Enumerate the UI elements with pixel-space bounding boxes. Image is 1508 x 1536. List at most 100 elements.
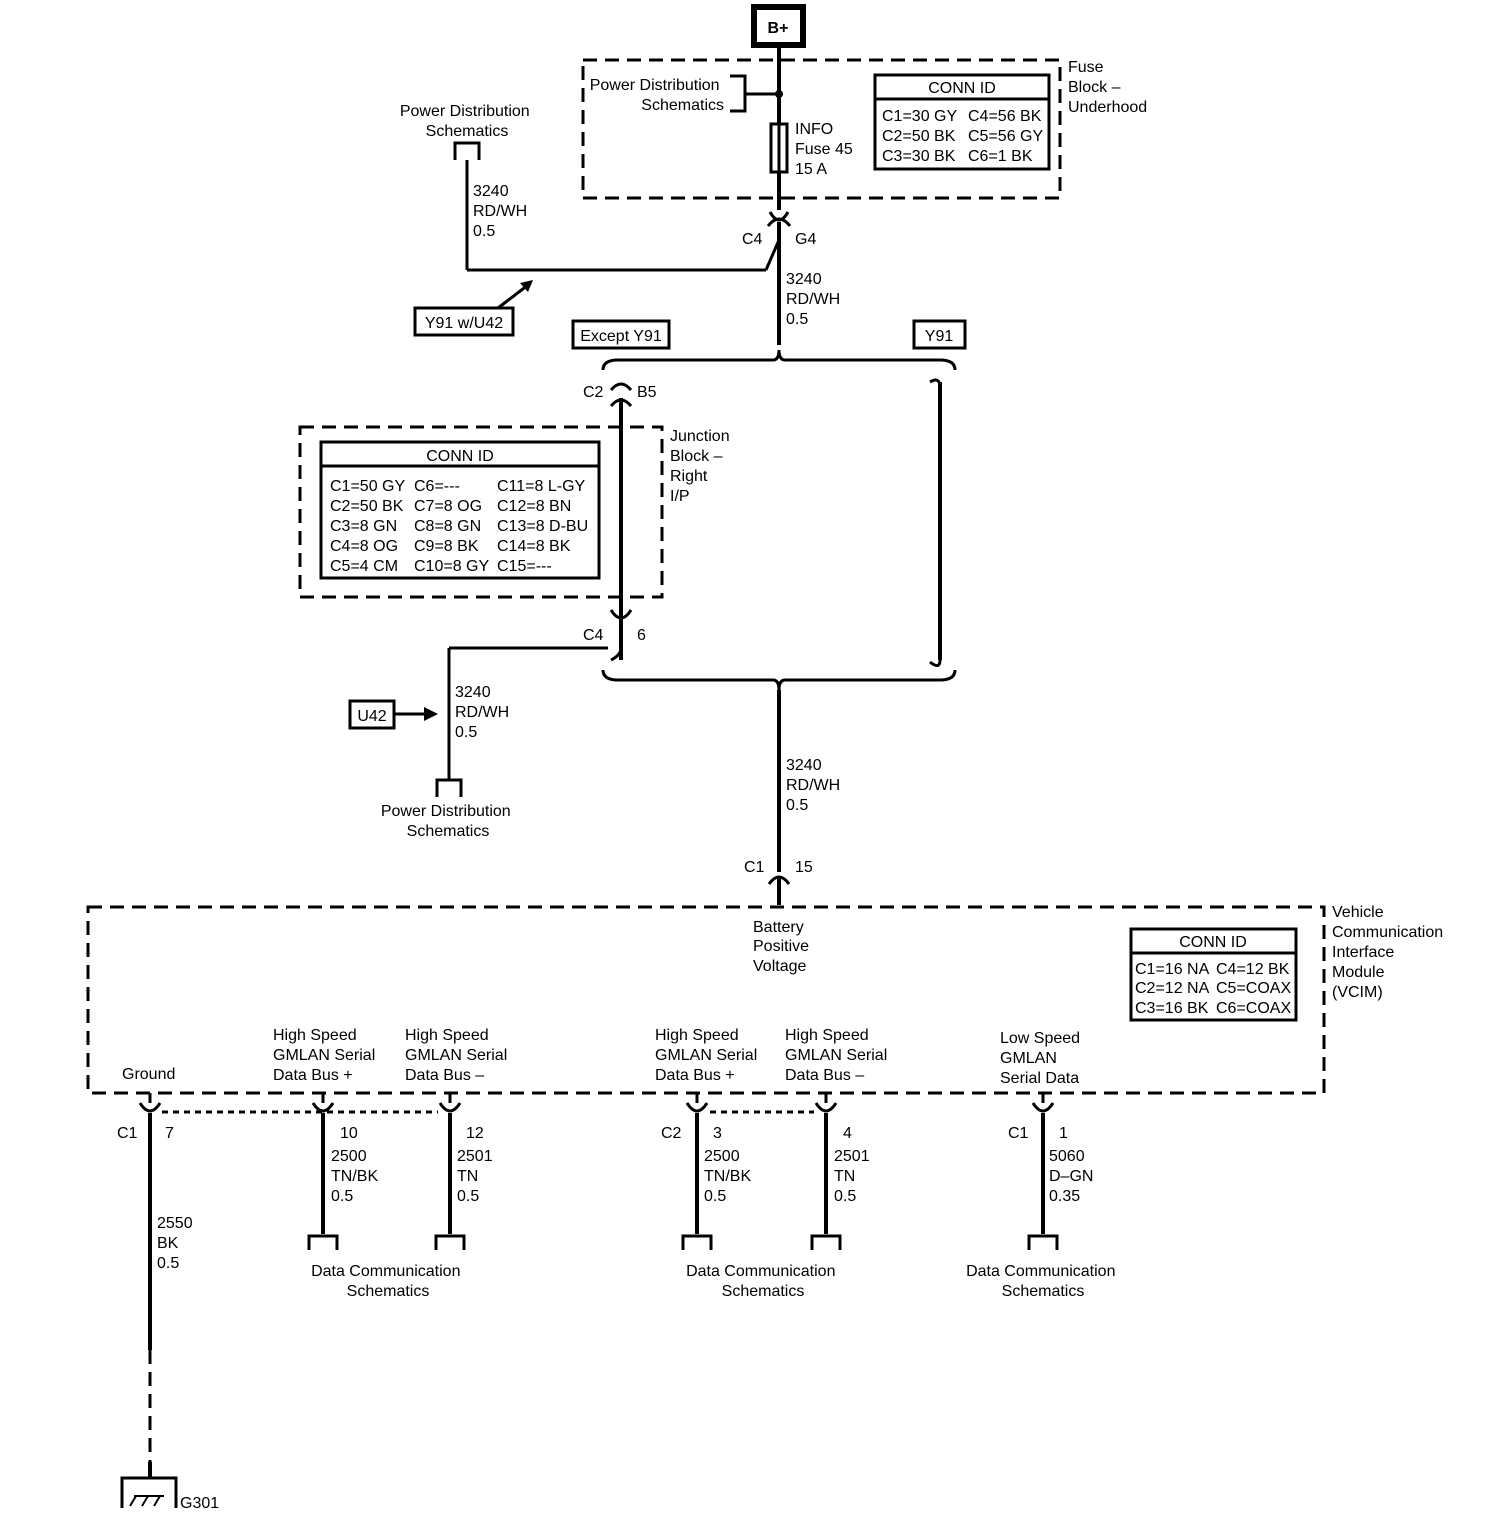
svg-text:CONN ID: CONN ID bbox=[928, 80, 996, 97]
svg-text:C5=56 GY: C5=56 GY bbox=[968, 128, 1043, 145]
svg-text:CONN ID: CONN ID bbox=[426, 448, 494, 465]
option-u42: U42 bbox=[357, 708, 386, 725]
fuse-label: INFO Fuse 45 15 A bbox=[795, 121, 857, 178]
option-merge-bottom bbox=[601, 669, 957, 691]
svg-text:C2=50 BK: C2=50 BK bbox=[882, 128, 956, 145]
battery-positive-voltage: Battery Positive Voltage bbox=[753, 919, 813, 975]
wire-5060: 5060 D–GN 0.35 bbox=[1049, 1148, 1098, 1205]
fuse-block-title: Fuse Block – Underhood bbox=[1068, 59, 1147, 116]
pin-4: 4 2501 TN 0.5 bbox=[810, 1093, 874, 1250]
svg-text:C11=8 L-GY: C11=8 L-GY bbox=[497, 478, 586, 495]
svg-text:C9=8 BK: C9=8 BK bbox=[414, 538, 479, 555]
wire-3240-y91: 3240 RD/WH 0.5 bbox=[473, 183, 532, 240]
battery-positive: B+ bbox=[751, 4, 806, 48]
pin-3: C2 3 2500 TN/BK 0.5 bbox=[661, 1093, 756, 1250]
pin-1: C1 1 5060 D–GN 0.35 bbox=[1008, 1093, 1098, 1250]
svg-text:C2: C2 bbox=[583, 384, 604, 401]
dc-ref-2: Data Communication Schematics bbox=[686, 1263, 840, 1300]
svg-text:C6=---: C6=--- bbox=[414, 478, 460, 495]
wire-2500-a: 2500 TN/BK 0.5 bbox=[331, 1148, 383, 1205]
vcim-title: Vehicle Communication Interface Module (… bbox=[1332, 904, 1448, 1001]
wire-3240-top: 3240 RD/WH 0.5 bbox=[786, 271, 845, 328]
svg-text:C2=12 NA: C2=12 NA bbox=[1135, 980, 1210, 997]
u42-branch: 3240 RD/WH 0.5 U42 Power Distribution Sc… bbox=[348, 646, 608, 840]
svg-text:15: 15 bbox=[795, 859, 813, 876]
svg-text:C8=8 GN: C8=8 GN bbox=[414, 518, 481, 535]
option-y91: Y91 bbox=[925, 328, 954, 345]
svg-text:C4=12 BK: C4=12 BK bbox=[1216, 961, 1290, 978]
svg-text:C10=8 GY: C10=8 GY bbox=[414, 558, 489, 575]
pin-ground: C1 7 2550 BK 0.5 bbox=[117, 1093, 197, 1470]
svg-text:B5: B5 bbox=[637, 384, 657, 401]
svg-text:6: 6 bbox=[637, 627, 646, 644]
junction-block-right-ip: Junction Block – Right I/P C2 B5 C4 6 CO… bbox=[298, 382, 734, 662]
svg-text:C14=8 BK: C14=8 BK bbox=[497, 538, 571, 555]
junction-block-conn-id: CONN ID C1=50 GY C6=--- C11=8 L-GY C2=50… bbox=[319, 440, 601, 580]
y91-jumper bbox=[929, 378, 942, 667]
svg-text:C5=4 CM: C5=4 CM bbox=[330, 558, 398, 575]
svg-text:C5=COAX: C5=COAX bbox=[1216, 980, 1291, 997]
vcim-conn-id: CONN ID C1=16 NA C4=12 BK C2=12 NA C5=CO… bbox=[1129, 927, 1298, 1022]
svg-text:C4: C4 bbox=[583, 627, 604, 644]
svg-text:C13=8 D-BU: C13=8 D-BU bbox=[497, 518, 588, 535]
wire-3240-u42: 3240 RD/WH 0.5 bbox=[455, 684, 514, 741]
svg-text:C1: C1 bbox=[1008, 1125, 1029, 1142]
option-except-y91: Except Y91 bbox=[580, 328, 662, 345]
dc-ref-3: Data Communication Schematics bbox=[966, 1263, 1120, 1300]
svg-text:G4: G4 bbox=[795, 231, 816, 248]
wire-2550: 2550 BK 0.5 bbox=[157, 1215, 197, 1272]
junction-block-title: Junction Block – Right I/P bbox=[670, 428, 734, 505]
svg-text:C2: C2 bbox=[661, 1125, 682, 1142]
svg-text:C4=8 OG: C4=8 OG bbox=[330, 538, 398, 555]
y91-u42-branch: Power Distribution Schematics 3240 RD/WH… bbox=[400, 103, 781, 337]
vcim-input-connector: C1 15 bbox=[744, 859, 813, 905]
wire-2501-b: 2501 TN 0.5 bbox=[834, 1148, 874, 1205]
svg-text:C4=56 BK: C4=56 BK bbox=[968, 108, 1042, 125]
fuse-block-conn-id: CONN ID C1=30 GY C4=56 BK C2=50 BK C5=56… bbox=[873, 73, 1051, 171]
svg-text:4: 4 bbox=[843, 1125, 852, 1142]
fuse-block-pd-ref: Power Distribution Schematics bbox=[590, 77, 724, 114]
svg-text:C1: C1 bbox=[744, 859, 765, 876]
svg-text:C1=30 GY: C1=30 GY bbox=[882, 108, 957, 125]
pin-label-hs-minus-2: High Speed GMLAN Serial Data Bus – bbox=[785, 1027, 892, 1084]
svg-text:C12=8 BN: C12=8 BN bbox=[497, 498, 571, 515]
pd-bottom-left: Power Distribution Schematics bbox=[381, 803, 515, 840]
wire-3240-bottom: 3240 RD/WH 0.5 bbox=[786, 757, 845, 814]
dc-ref-1: Data Communication Schematics bbox=[311, 1263, 465, 1300]
svg-text:C7=8 OG: C7=8 OG bbox=[414, 498, 482, 515]
option-split-top: Except Y91 Y91 bbox=[571, 319, 967, 371]
pin-label-hs-minus-1: High Speed GMLAN Serial Data Bus – bbox=[405, 1027, 512, 1084]
pin-10: 10 2500 TN/BK 0.5 bbox=[307, 1093, 383, 1250]
pin-label-hs-plus-1: High Speed GMLAN Serial Data Bus + bbox=[273, 1027, 380, 1084]
connector-c4-g4: C4 G4 bbox=[742, 211, 816, 248]
svg-text:10: 10 bbox=[340, 1125, 358, 1142]
svg-text:7: 7 bbox=[165, 1125, 174, 1142]
pin-label-hs-plus-2: High Speed GMLAN Serial Data Bus + bbox=[655, 1027, 762, 1084]
svg-text:C6=1 BK: C6=1 BK bbox=[968, 148, 1033, 165]
svg-text:C1=16 NA: C1=16 NA bbox=[1135, 961, 1210, 978]
svg-text:C1: C1 bbox=[117, 1125, 138, 1142]
svg-text:C2=50 BK: C2=50 BK bbox=[330, 498, 404, 515]
ground-label: G301 bbox=[180, 1495, 219, 1512]
svg-text:3: 3 bbox=[713, 1125, 722, 1142]
svg-text:B+: B+ bbox=[768, 20, 789, 37]
option-y91-u42: Y91 w/U42 bbox=[425, 315, 503, 332]
svg-text:C3=16 BK: C3=16 BK bbox=[1135, 1000, 1209, 1017]
svg-text:C4: C4 bbox=[742, 231, 763, 248]
fuse-block-underhood: Fuse Block – Underhood Power Distributio… bbox=[581, 45, 1147, 210]
svg-text:C6=COAX: C6=COAX bbox=[1216, 1000, 1291, 1017]
pin-label-ground: Ground bbox=[122, 1066, 175, 1083]
pin-12: 12 2501 TN 0.5 bbox=[434, 1093, 493, 1250]
svg-text:C3=30 BK: C3=30 BK bbox=[882, 148, 956, 165]
vcim-module: Vehicle Communication Interface Module (… bbox=[86, 904, 1448, 1095]
pin-label-ls-gmlan: Low Speed GMLAN Serial Data bbox=[1000, 1030, 1085, 1087]
wire-2500-b: 2500 TN/BK 0.5 bbox=[704, 1148, 756, 1205]
pd-top-left: Power Distribution Schematics bbox=[400, 103, 534, 140]
svg-text:C3=8 GN: C3=8 GN bbox=[330, 518, 397, 535]
ground-icon: G301 bbox=[120, 1462, 219, 1512]
svg-text:12: 12 bbox=[466, 1125, 484, 1142]
svg-text:CONN ID: CONN ID bbox=[1179, 934, 1247, 951]
svg-text:1: 1 bbox=[1059, 1125, 1068, 1142]
svg-text:C15=---: C15=--- bbox=[497, 558, 552, 575]
